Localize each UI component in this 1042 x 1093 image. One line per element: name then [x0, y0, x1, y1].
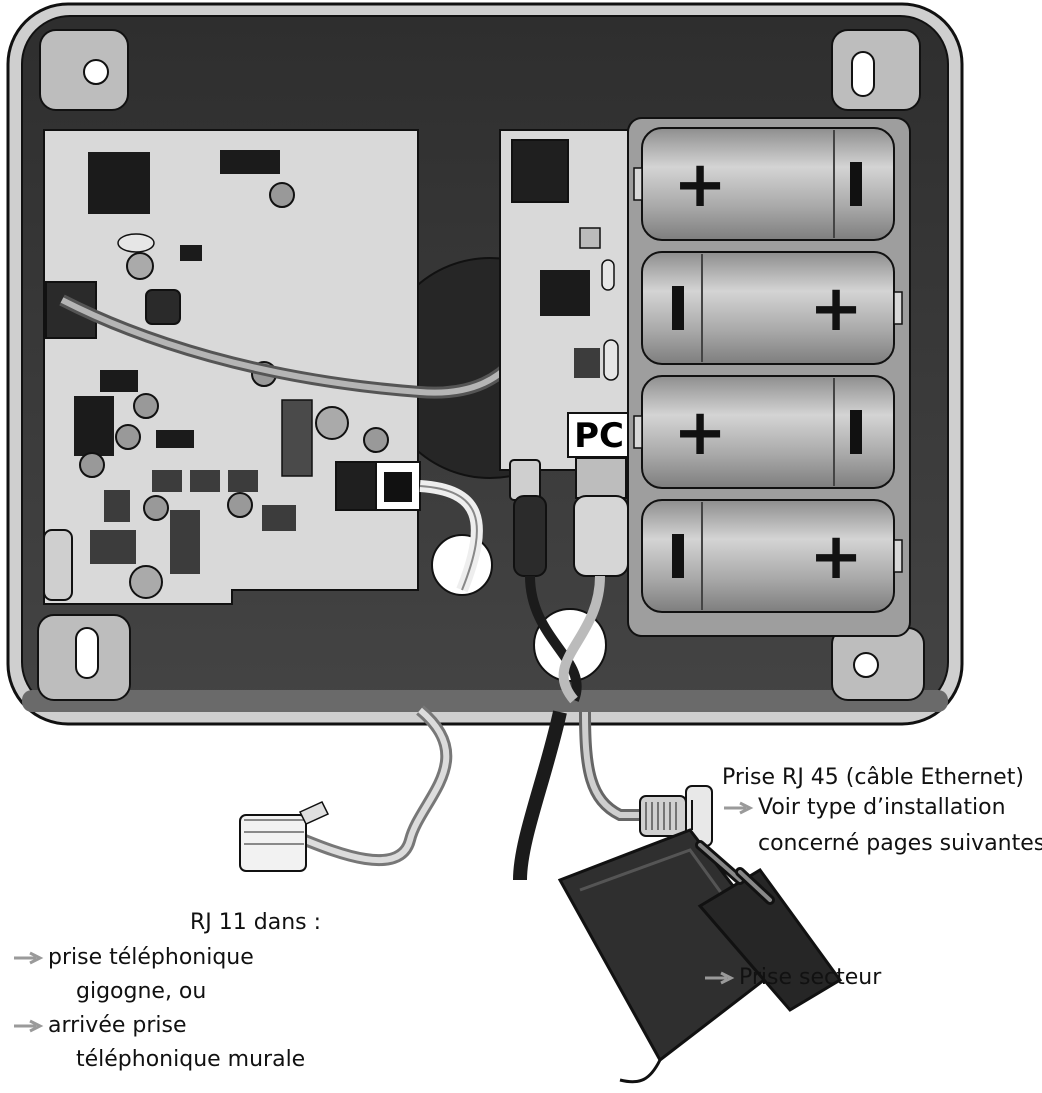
battery-plus-sign: +: [809, 272, 863, 346]
rj11-item1-text1: prise téléphonique: [48, 945, 254, 970]
battery-minus-sign: [672, 534, 684, 578]
ethernet-plug-inside: [573, 457, 629, 577]
battery-plus-sign: +: [673, 396, 727, 470]
pc-label-text: PC: [574, 416, 624, 456]
battery-minus-sign: [850, 162, 862, 206]
battery-plus-sign: +: [809, 520, 863, 594]
mounting-hole: [39, 29, 129, 111]
power-label-text: Prise secteur: [739, 965, 882, 990]
rj11-item1-line2: gigogne, ou: [76, 979, 207, 1004]
pc-port-label: PC: [567, 412, 631, 458]
power-adapter: [557, 828, 843, 1084]
power-cable-inside: [525, 575, 582, 702]
battery-minus-sign: [672, 286, 684, 330]
mounting-hole: [831, 627, 925, 701]
battery-minus-sign: [850, 410, 862, 454]
telephone-icon: [384, 472, 412, 502]
rj11-item2-text1: arrivée prise: [48, 1013, 187, 1038]
arrow-icon: [12, 1019, 44, 1033]
rj11-item2-line1: arrivée prise: [12, 1011, 187, 1041]
battery: +: [641, 251, 903, 365]
rj45-title-label: Prise RJ 45 (câble Ethernet): [722, 765, 1024, 790]
rj11-item2-line2: téléphonique murale: [76, 1047, 306, 1072]
arrow-icon: [722, 801, 754, 815]
ethernet-cable: [579, 711, 640, 821]
rj11-item1-line1: prise téléphonique: [12, 943, 254, 973]
rj45-note-line2: concerné pages suivantes: [758, 831, 1042, 856]
rj11-title-label: RJ 11 dans :: [190, 910, 322, 935]
mounting-hole: [831, 29, 921, 111]
rj45-note-text1: Voir type d’installation: [758, 795, 1006, 820]
battery: +: [633, 375, 895, 489]
mounting-hole: [37, 614, 131, 701]
power-plug-inside: [513, 495, 547, 577]
arrow-icon: [703, 971, 735, 985]
rj45-note-line1: Voir type d’installation: [722, 793, 1006, 823]
battery: +: [641, 499, 903, 613]
phone-cable: [297, 705, 453, 867]
power-cable: [513, 710, 567, 881]
power-label: Prise secteur: [703, 963, 881, 993]
ethernet-cable-inside: [558, 575, 605, 704]
rj11-plug: [239, 801, 330, 872]
battery: +: [633, 127, 895, 241]
battery-plus-sign: +: [673, 148, 727, 222]
arrow-icon: [12, 951, 44, 965]
